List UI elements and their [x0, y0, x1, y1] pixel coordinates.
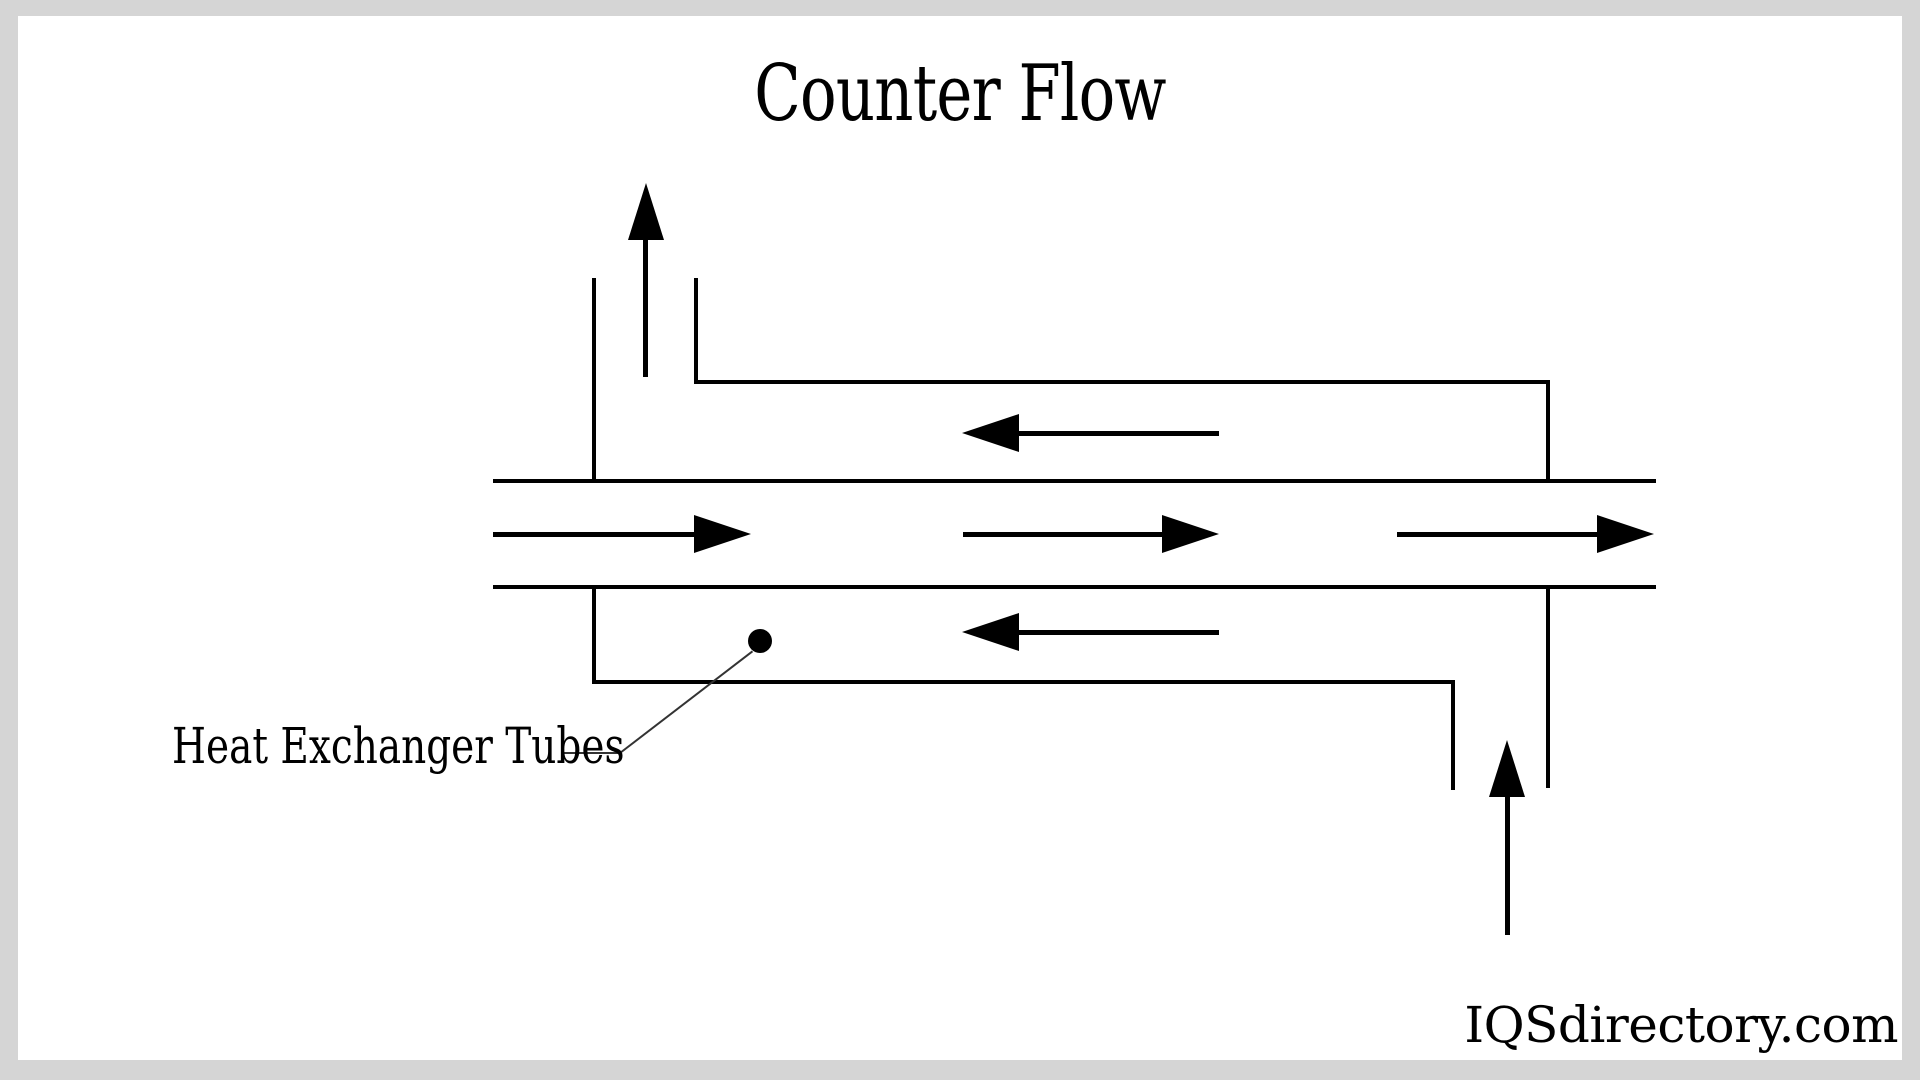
inner-arrow-1-shaft	[493, 532, 695, 537]
outlet-pipe-right-wall	[694, 278, 698, 384]
inner-arrow-2-shaft	[963, 532, 1164, 537]
heat-exchanger-tubes-label: Heat Exchanger Tubes	[172, 717, 625, 775]
inlet-arrow-head-icon	[1489, 740, 1525, 797]
inlet-arrow-shaft	[1505, 796, 1510, 935]
inner-arrow-1-head-icon	[694, 515, 751, 553]
diagram-title: Counter Flow	[754, 49, 1166, 139]
shell-left-wall-lower	[592, 586, 596, 684]
watermark-text: IQSdirectory.com	[1464, 996, 1898, 1054]
shell-arrow-lower-shaft	[1017, 630, 1219, 635]
shell-arrow-upper-head-icon	[962, 414, 1019, 452]
inner-arrow-3-shaft	[1397, 532, 1598, 537]
outlet-pipe-left-wall	[592, 278, 596, 483]
shell-right-wall-upper	[1546, 380, 1550, 483]
outlet-arrow-head-icon	[628, 183, 664, 240]
tube-callout-dot	[748, 629, 772, 653]
diagram-canvas	[18, 16, 1902, 1060]
inner-arrow-3-head-icon	[1597, 515, 1654, 553]
inner-arrow-2-head-icon	[1162, 515, 1219, 553]
shell-arrow-upper-shaft	[1017, 431, 1219, 436]
inner-tube-top-line	[493, 479, 1656, 483]
shell-bottom-line	[594, 680, 1455, 684]
inlet-pipe-left-wall	[1451, 680, 1455, 790]
shell-top-line	[696, 380, 1550, 384]
inlet-pipe-right-wall	[1546, 586, 1550, 788]
shell-arrow-lower-head-icon	[962, 613, 1019, 651]
outlet-arrow-shaft	[643, 240, 648, 377]
inner-tube-bottom-line	[493, 585, 1656, 589]
callout-leader-horizontal	[562, 752, 621, 754]
